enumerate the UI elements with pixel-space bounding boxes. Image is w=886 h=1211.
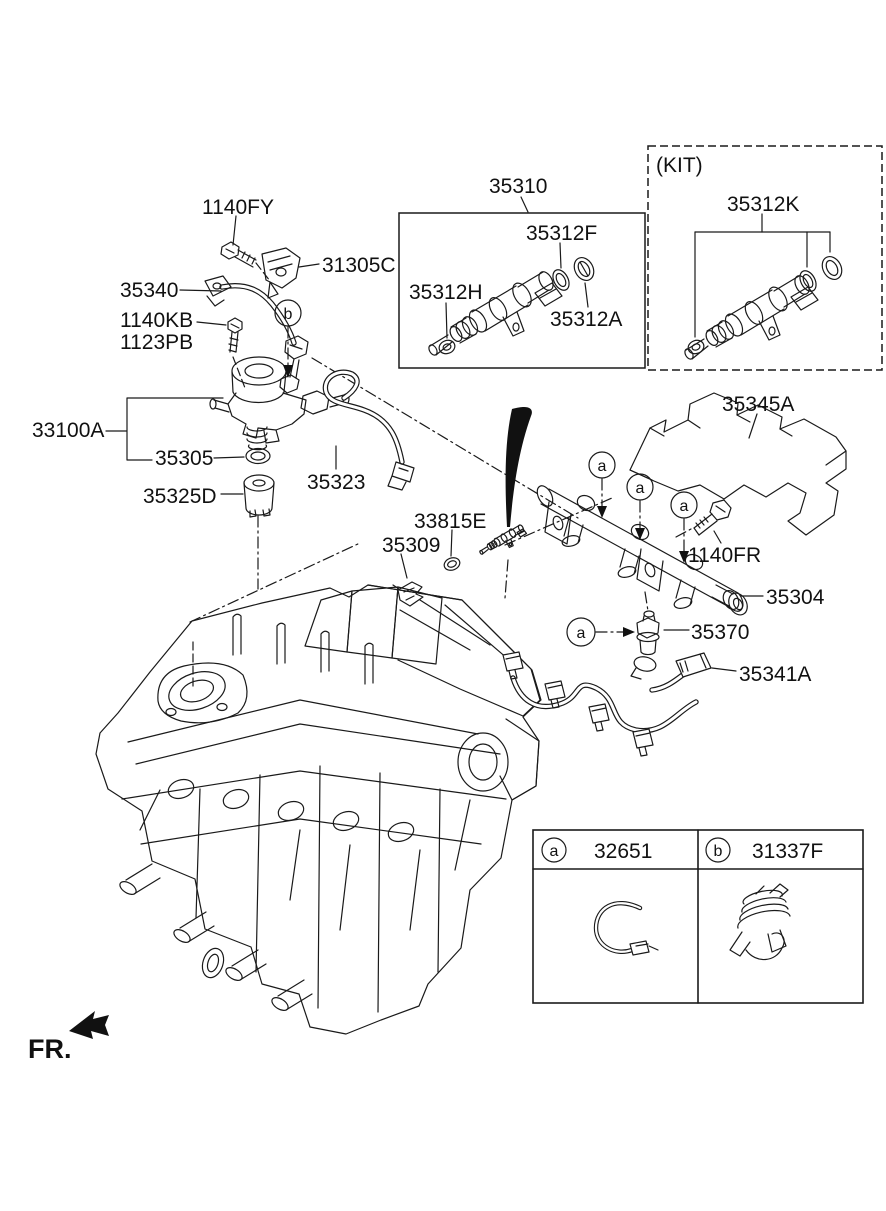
marker-a-callout-4: a [566, 617, 635, 647]
bracket-31305c-drawing [261, 247, 301, 299]
label-35340: 35340 [120, 279, 178, 302]
label-fr: FR. [28, 1034, 72, 1064]
bolt-1140fr-drawing [693, 499, 732, 536]
hose-35323-drawing [322, 369, 415, 491]
legend-cable-tie-drawing [593, 901, 659, 956]
label-35341a: 35341A [739, 663, 811, 686]
legend-row-b: b 31337F [705, 837, 823, 863]
marker-a-callout-2: a [626, 473, 654, 540]
seal-35312f-drawing [552, 269, 570, 291]
label-35312h: 35312H [409, 281, 483, 304]
label-35370: 35370 [691, 621, 749, 644]
clip-35309-drawing [392, 581, 424, 607]
label-35304: 35304 [766, 586, 825, 609]
seal-35312h-drawing [438, 339, 456, 355]
fuel-rail-drawing [536, 485, 744, 612]
marker-a1-letter: a [598, 458, 607, 475]
label-35312a: 35312A [550, 308, 622, 331]
label-35312k: 35312K [727, 193, 799, 216]
engine-drawing [95, 584, 542, 1035]
feed-pipe-35340-drawing [204, 275, 309, 394]
oring-35312a-drawing [573, 256, 595, 282]
ring-33815e-drawing [443, 557, 461, 571]
sensor-35370-drawing [630, 610, 660, 680]
legend-marker-a: a [550, 843, 559, 860]
rail-endcap-35304-drawing [711, 584, 748, 616]
marker-a-callout-1: a [588, 451, 616, 518]
legend-clip-drawing [729, 883, 791, 961]
label-1140fy: 1140FY [202, 196, 274, 219]
marker-a-callout-3: a [670, 491, 698, 563]
label-1123pb: 1123PB [120, 331, 193, 354]
marker-b-callout: b [274, 299, 302, 378]
marker-b-letter: b [284, 306, 293, 323]
label-33815e: 33815E [414, 510, 486, 533]
label-1140kb: 1140KB [120, 309, 193, 332]
label-35310: 35310 [489, 175, 547, 198]
oring-35305-drawing [245, 447, 271, 465]
label-35345a: 35345A [722, 393, 794, 416]
label-35325d: 35325D [143, 485, 217, 508]
bold-pipe-swoosh [505, 406, 532, 527]
legend-row-a: a 32651 [541, 837, 652, 863]
connector-35341a-drawing [675, 652, 712, 678]
high-pressure-pump-drawing [209, 356, 350, 451]
front-arrow-icon [69, 1011, 109, 1039]
injector-harness-drawing [502, 651, 712, 757]
front-direction-indicator: FR. [28, 1011, 109, 1064]
kit-box [647, 145, 883, 371]
label-35323: 35323 [307, 471, 365, 494]
label-1140fr: 1140FR [688, 544, 761, 567]
legend-marker-b: b [714, 843, 723, 860]
marker-a4-letter: a [577, 625, 586, 642]
injector-detail-box [398, 212, 646, 369]
cap-35325d-drawing [243, 474, 275, 518]
marker-a2-letter: a [636, 480, 645, 497]
callout-leader-lines [105, 196, 764, 672]
label-35309: 35309 [382, 534, 440, 557]
legend-table: a 32651 b 31337F [532, 829, 864, 1004]
bolt-1140fy-drawing [220, 241, 257, 268]
label-33100a: 33100A [32, 419, 104, 442]
label-35312f: 35312F [526, 222, 597, 245]
label-35305: 35305 [155, 447, 213, 470]
kit-injector-35312k-drawing [682, 255, 843, 362]
harness-connectors [502, 651, 654, 757]
legend-part-32651: 32651 [594, 840, 652, 863]
label-31305c: 31305C [322, 254, 396, 277]
marker-a3-letter: a [680, 498, 689, 515]
label-kit: (KIT) [656, 154, 703, 177]
legend-part-31337f: 31337F [752, 840, 823, 863]
foam-cover-35345a-drawing [629, 392, 847, 536]
bolt-1140kb-drawing [227, 317, 243, 353]
part-labels: 1140FY 31305C 35340 1140KB 1123PB 33100A… [32, 154, 825, 686]
kit-callout-lines [694, 213, 831, 338]
